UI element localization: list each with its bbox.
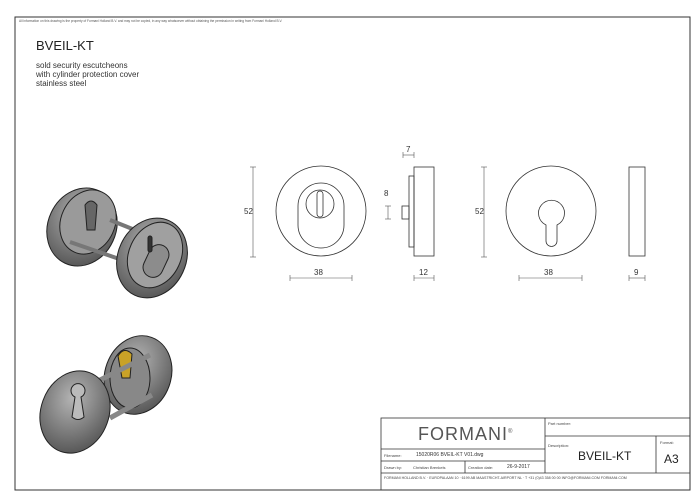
dim-side-depth: 12 [419, 268, 428, 277]
description-line: sold security escutcheons [36, 61, 128, 70]
dim-back-width: 38 [544, 268, 553, 277]
description-value: BVEIL-KT [578, 449, 632, 463]
product-description: sold security escutcheons with cylinder … [36, 61, 139, 88]
description-line: with cylinder protection cover [36, 70, 140, 79]
drawn-by-value: Christian Brenkels [413, 465, 446, 470]
company-address: FORMANI HOLLAND B.V. · EUROPALAAN 10 · 6… [384, 476, 627, 480]
drawing-border [14, 16, 691, 491]
part-number-label: Part number: [548, 421, 572, 426]
creation-date-label: Creation date: [468, 465, 494, 470]
copyright-notice: All information on this drawing is the p… [19, 19, 283, 23]
description-label: Description: [548, 443, 570, 448]
filename-value: 15020R06 BVEIL-KT V01.dwg [416, 452, 484, 458]
front-view [275, 165, 367, 257]
side-view [401, 166, 435, 257]
dim-back-height: 52 [475, 207, 484, 216]
format-value: A3 [664, 452, 679, 466]
format-label: Format: [660, 440, 674, 445]
dim-front-height: 52 [244, 207, 253, 216]
creation-date-value: 26-9-2017 [507, 464, 530, 470]
dim-side-offset: 7 [406, 145, 411, 154]
isometric-view-top [46, 187, 188, 299]
dim-back-depth: 9 [634, 268, 639, 277]
filename-label: Filename: [384, 453, 402, 458]
description-line: stainless steel [36, 79, 87, 88]
title-block-frame [380, 417, 691, 491]
isometric-view-bottom [39, 335, 173, 454]
dimension-lines [250, 152, 646, 281]
drawn-by-label: Drawn by: [384, 465, 403, 470]
back-view [505, 165, 646, 257]
dim-front-width: 38 [314, 268, 323, 277]
drawing-title: BVEIL-KT [36, 38, 94, 53]
dim-side-cover: 8 [384, 189, 389, 198]
formani-logo: FORMANI® [418, 424, 514, 444]
